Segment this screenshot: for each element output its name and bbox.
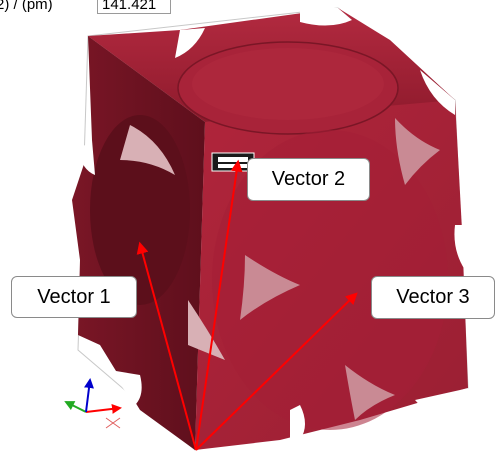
top-sphere-highlight — [192, 48, 384, 120]
field-label: 2) / (pm) — [0, 0, 53, 13]
x-axis-indicator — [85, 403, 122, 414]
vector-2-callout: Vector 2 — [247, 158, 370, 201]
corner-cutout — [420, 70, 455, 115]
vector-2-arrow — [195, 159, 243, 451]
vector-1-arrow — [136, 241, 197, 451]
vector-1-label: Vector 1 — [37, 285, 111, 308]
corner-cutout — [290, 405, 305, 440]
corner-pocket — [395, 118, 440, 185]
vector-3-arrow — [195, 292, 358, 451]
vector-3-label: Vector 3 — [396, 286, 470, 308]
vector-3-callout: Vector 3 — [371, 276, 495, 319]
lattice-vectors — [136, 159, 358, 451]
crystal-structure[interactable] — [72, 8, 468, 450]
corner-cutout — [175, 28, 205, 58]
corner-pocket — [188, 300, 225, 360]
vector-1-callout: Vector 1 — [11, 276, 137, 318]
corner-pocket — [345, 365, 395, 420]
toolbar: 2) / (pm) — [0, 0, 200, 20]
z-axis-indicator — [84, 378, 94, 413]
corner-pocket — [240, 255, 300, 320]
y-axis-indicator — [64, 401, 87, 413]
corner-pocket — [120, 125, 175, 175]
corner-cutout — [300, 8, 352, 26]
parameter-input[interactable] — [97, 0, 171, 14]
axes-gizmo — [64, 378, 122, 429]
corner-cutout — [415, 388, 468, 415]
corner-cutout — [110, 370, 142, 405]
right-sphere — [212, 130, 448, 430]
corner-cutout — [78, 140, 95, 175]
vector-2-label: Vector 2 — [271, 168, 346, 190]
corner-cutout — [454, 225, 465, 270]
